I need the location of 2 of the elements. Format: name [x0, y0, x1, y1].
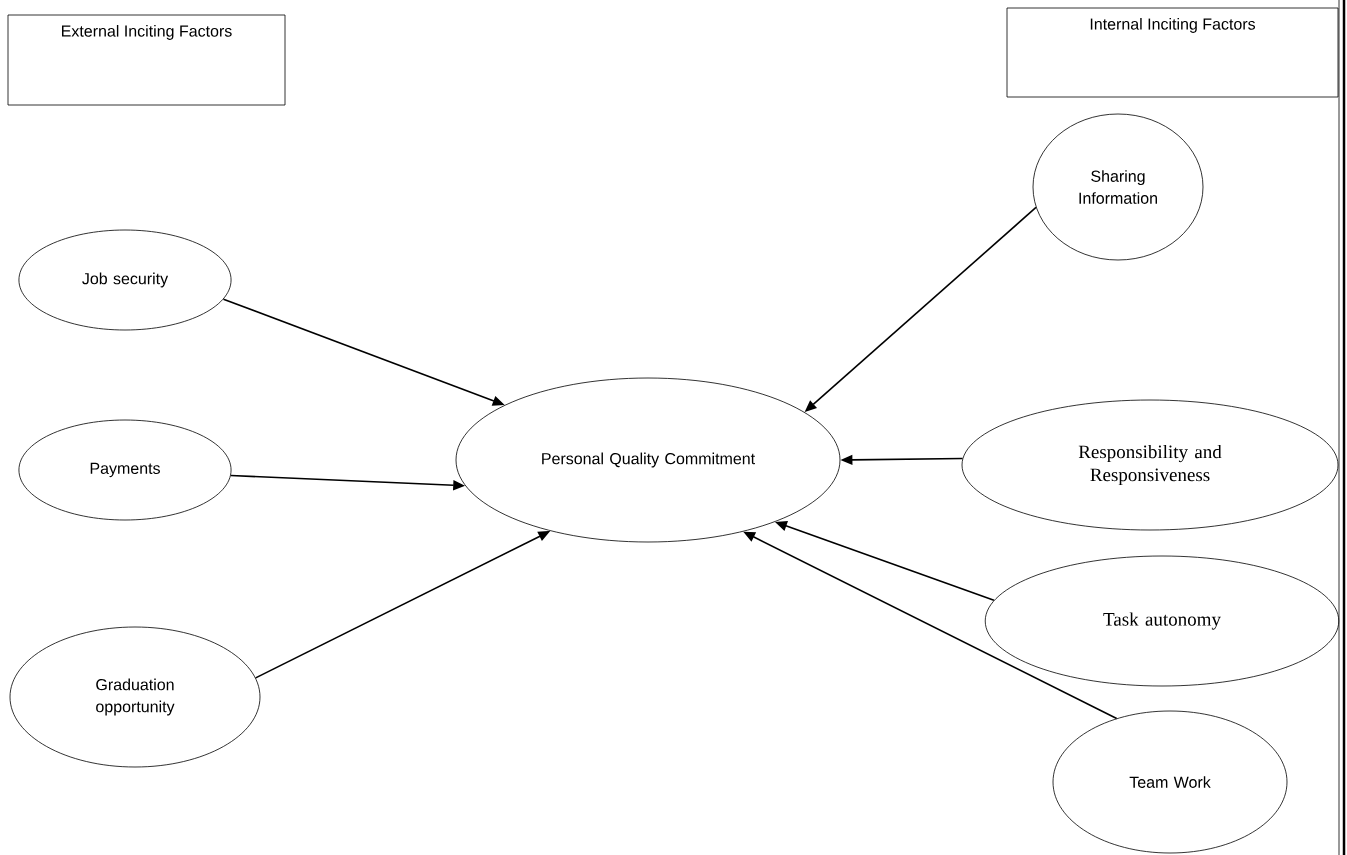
factor-group-box: Internal Inciting Factors — [1006, 7, 1339, 98]
factor-group-box: External Inciting Factors — [7, 14, 286, 106]
